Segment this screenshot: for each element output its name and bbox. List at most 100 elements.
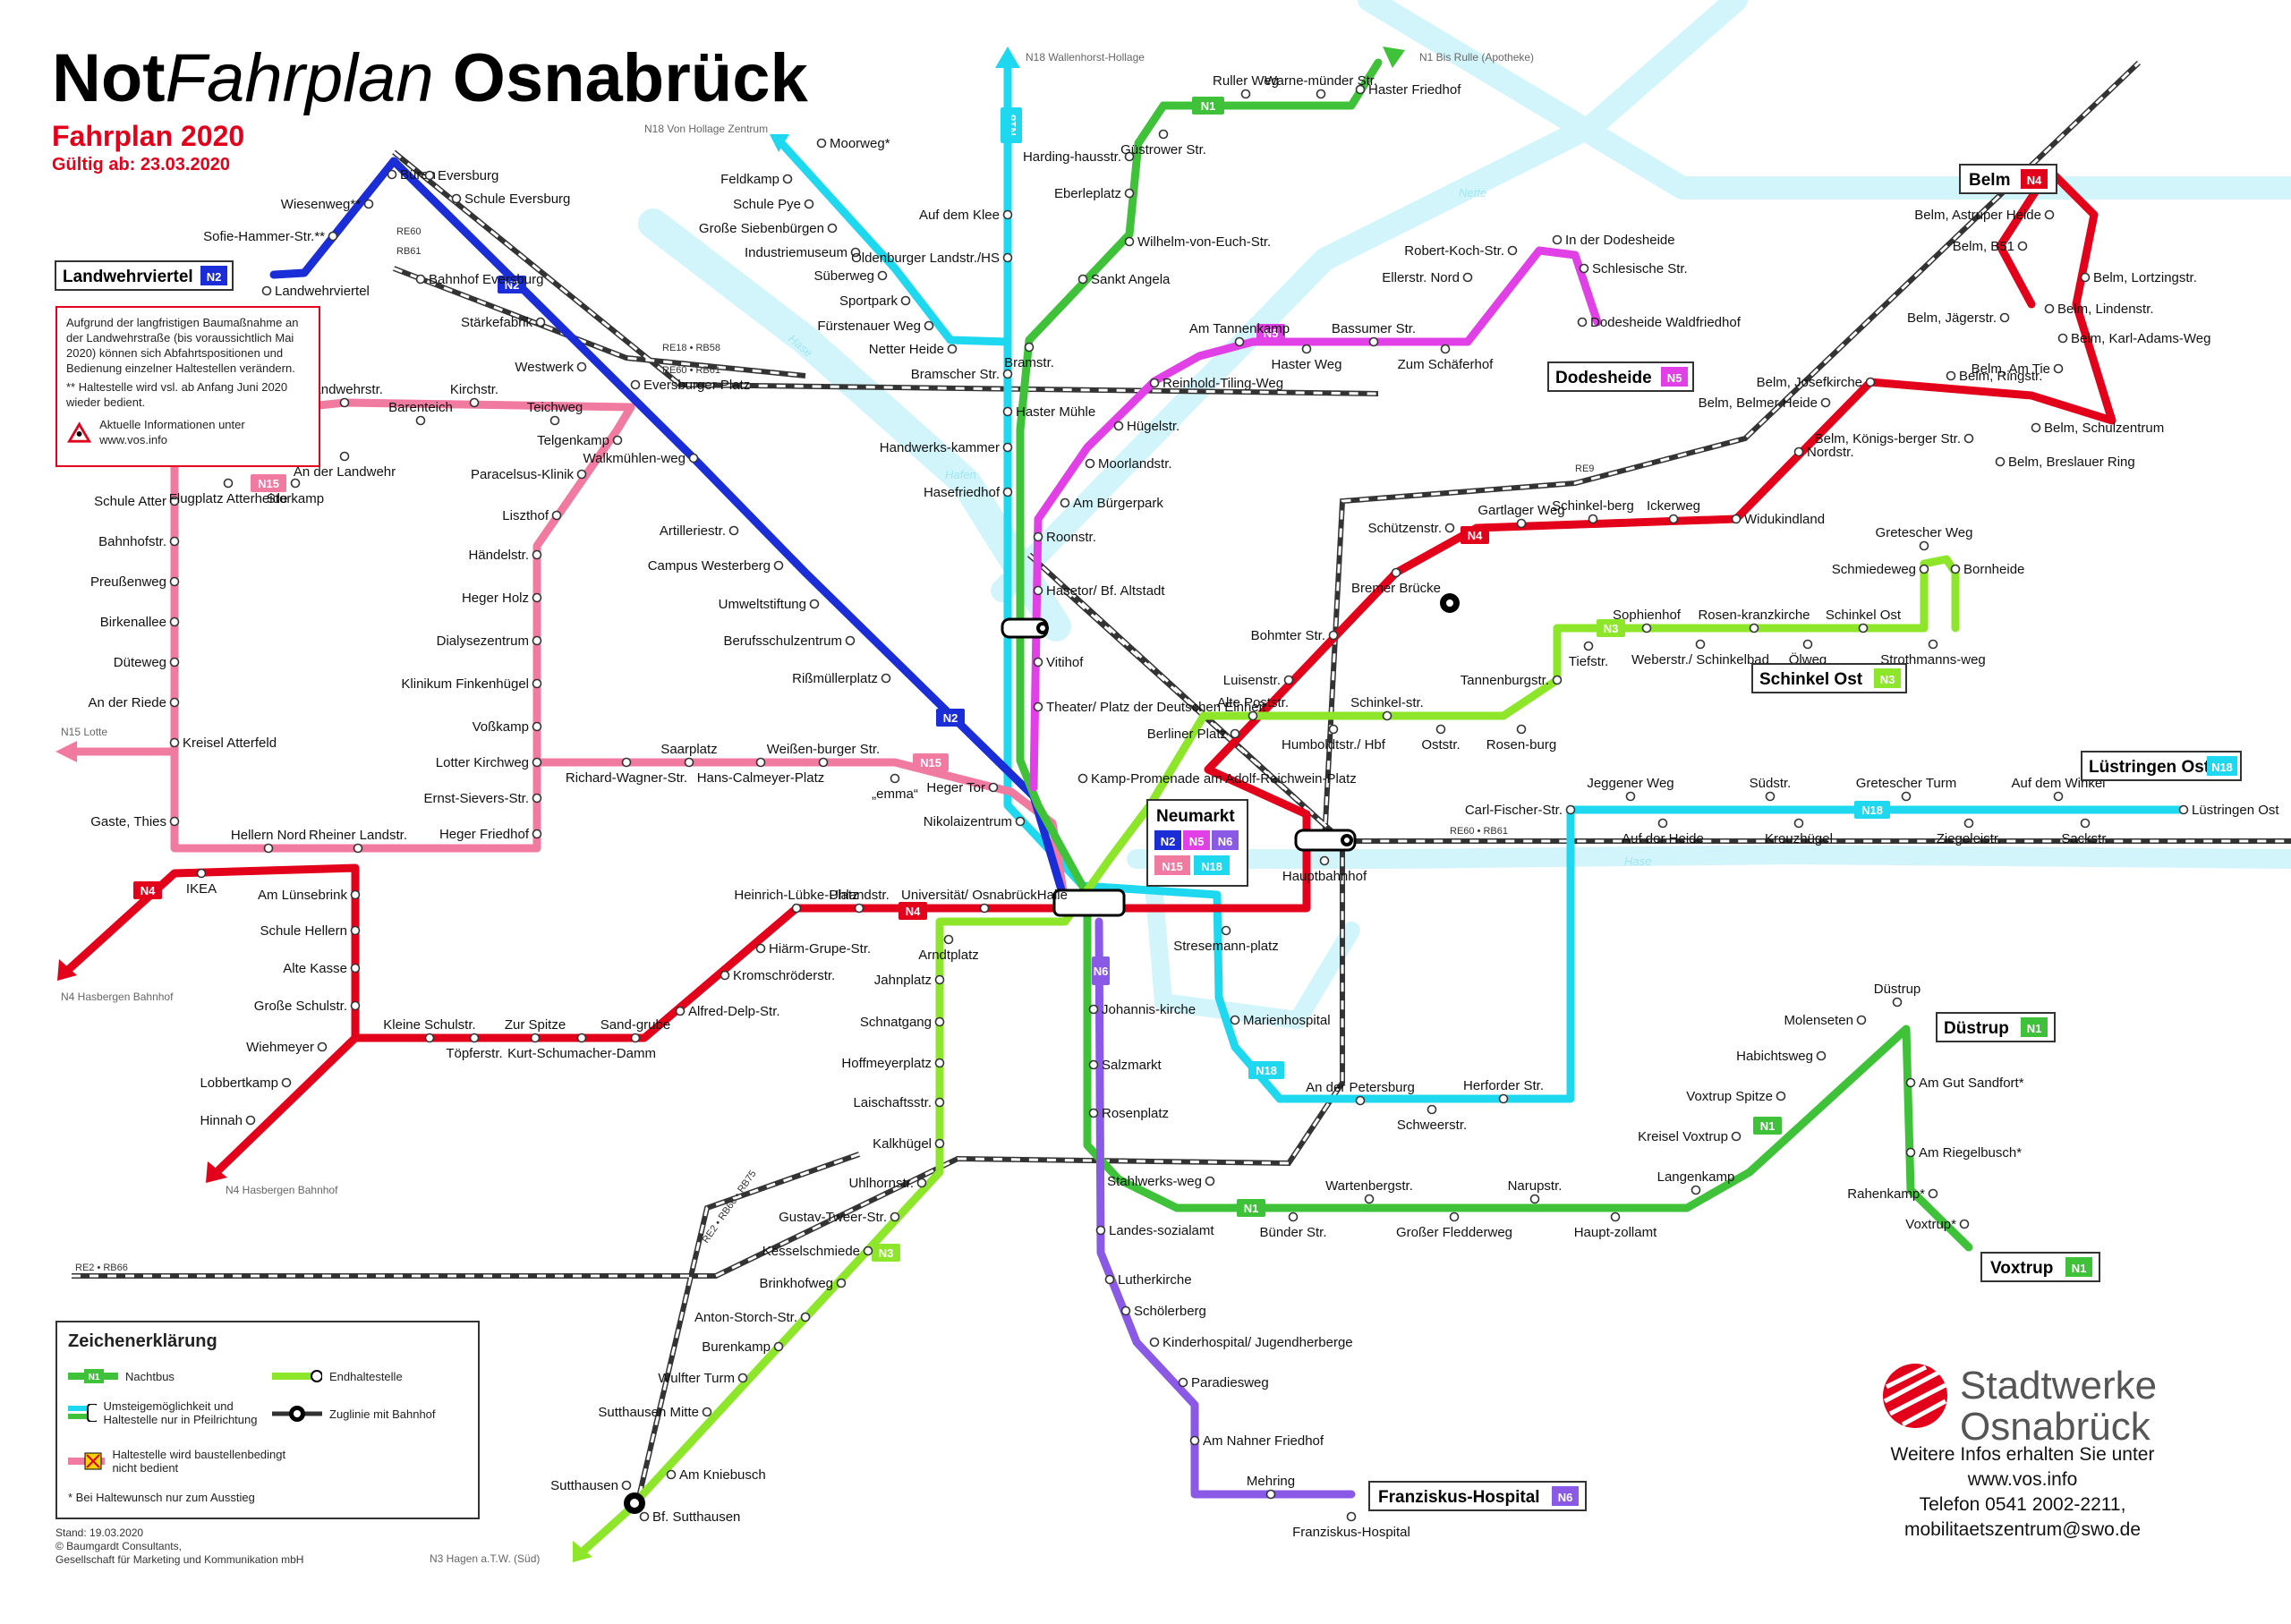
station-hellern-nord[interactable]: Hellern Nord: [231, 828, 306, 854]
station-landessozialamt[interactable]: Landes-sozialamt: [1095, 1223, 1215, 1238]
station-nikolaizentrum[interactable]: Nikolaizentrum: [924, 814, 1026, 829]
station-kinderhospital[interactable]: Kinderhospital/ Jugendherberge: [1149, 1335, 1353, 1350]
station-salzmarkt[interactable]: Salzmarkt: [1088, 1058, 1163, 1073]
station-belm-astruper[interactable]: Belm, Astruper Heide: [1914, 208, 2055, 223]
station-stresemannplatz[interactable]: Stresemann-platz: [1173, 925, 1279, 955]
station-sofie[interactable]: Sofie-Hammer-Str.**: [203, 229, 338, 244]
station-kromschroeder[interactable]: Kromschröderstr.: [720, 968, 836, 983]
contact-email[interactable]: mobilitaetszentrum@swo.de: [1903, 1519, 2142, 1540]
station-schinkelberg[interactable]: Schinkel-berg: [1552, 498, 1634, 524]
station-uhlhornstr[interactable]: Uhlhornstr.: [848, 1176, 927, 1191]
station-brinkhofweg[interactable]: Brinkhofweg: [759, 1276, 847, 1291]
station-sportpark[interactable]: Sportpark: [839, 293, 911, 309]
station-marienhospital[interactable]: Marienhospital: [1230, 1013, 1331, 1028]
station-sackstr[interactable]: Sackstr.: [2061, 818, 2109, 847]
station-emma[interactable]: „emma“: [872, 773, 918, 803]
station-mehring[interactable]: Mehring: [1247, 1474, 1295, 1500]
station-wartenbergstr[interactable]: Wartenbergstr.: [1325, 1178, 1413, 1204]
station-warne[interactable]: Warne-münder Str.: [1265, 73, 1377, 99]
station-wilhelm-von-euch[interactable]: Wilhelm-von-Euch-Str.: [1124, 234, 1272, 250]
station-telgenkamp[interactable]: Telgenkamp: [537, 433, 623, 448]
station-oldenburger[interactable]: Oldenburger Landstr./HS: [851, 251, 1013, 266]
station-habichtsweg[interactable]: Habichtsweg: [1736, 1049, 1827, 1064]
station-buender[interactable]: Bünder Str.: [1259, 1212, 1327, 1241]
station-ruller-weg[interactable]: Ruller Weg: [1213, 73, 1279, 99]
station-am-riegelbusch[interactable]: Am Riegelbusch*: [1905, 1145, 2023, 1161]
station-molenseten[interactable]: Molenseten: [1784, 1013, 1867, 1028]
station-hiaerm[interactable]: Hiärm-Grupe-Str.: [755, 941, 872, 957]
station-auf-der-heide[interactable]: Auf der Heide: [1622, 818, 1704, 847]
station-belm-lortzing[interactable]: Belm, Lortzingstr.: [2080, 270, 2197, 285]
station-storkamp[interactable]: Storkamp: [267, 478, 324, 507]
station-belm-breslauer[interactable]: Belm, Breslauer Ring: [1995, 455, 2135, 470]
station-kreisel-atterfeld[interactable]: Kreisel Atterfeld: [169, 735, 277, 751]
station-vitihof[interactable]: Vitihof: [1033, 655, 1085, 670]
station-belm-karl-adams[interactable]: Belm, Karl-Adams-Weg: [2057, 331, 2211, 346]
station-luestringen-ost-stop[interactable]: Lüstringen Ost: [2178, 803, 2280, 818]
station-bf-sutthausen[interactable]: Bf. Sutthausen: [639, 1509, 741, 1525]
station-bohmter[interactable]: Bohmter Str.: [1251, 628, 1339, 643]
station-kamp-promenade[interactable]: Kamp-Promenade am Adolf-Reichwein-Platz: [1077, 771, 1357, 786]
station-moorlandstr[interactable]: Moorlandstr.: [1085, 456, 1172, 472]
station-kesselschmiede[interactable]: Kesselschmiede: [762, 1244, 873, 1259]
station-rosenkranzkirche[interactable]: Rosen-kranzkirche: [1698, 608, 1810, 633]
station-jahnplatz[interactable]: Jahnplatz: [874, 973, 945, 988]
station-ikea[interactable]: IKEA: [186, 868, 217, 897]
station-schlesische[interactable]: Schlesische Str.: [1579, 261, 1688, 276]
station-bramscher-str[interactable]: Bramscher Str.: [911, 367, 1013, 382]
station-rissmuellerplatz[interactable]: Rißmüllerplatz: [792, 671, 891, 686]
station-voxtrup-spitze[interactable]: Voxtrup Spitze: [1686, 1089, 1786, 1104]
station-bahnhof-eversburg[interactable]: Bahnhof Eversburg: [415, 272, 544, 287]
station-schoelerberg[interactable]: Schölerberg: [1120, 1304, 1206, 1319]
station-sophienhof[interactable]: Sophienhof: [1613, 608, 1682, 633]
station-rahenkamp[interactable]: Rahenkamp*: [1847, 1186, 1938, 1202]
station-harding[interactable]: Harding-hausstr.: [1023, 149, 1135, 165]
station-am-kniebusch[interactable]: Am Kniebusch: [666, 1467, 766, 1483]
station-an-der-riede[interactable]: An der Riede: [88, 695, 180, 710]
station-grosse-schulstr[interactable]: Große Schulstr.: [254, 999, 361, 1014]
station-auf-dem-klee[interactable]: Auf dem Klee: [919, 208, 1013, 223]
station-carl-fischer[interactable]: Carl-Fischer-Str.: [1465, 803, 1576, 818]
station-dialysezentrum[interactable]: Dialysezentrum: [437, 633, 542, 649]
station-jeggener-weg[interactable]: Jeggener Weg: [1587, 776, 1674, 802]
station-am-buergerpark[interactable]: Am Bürgerpark: [1060, 496, 1164, 511]
station-johanniskirche[interactable]: Johannis-kirche: [1088, 1002, 1197, 1017]
station-sandgrube[interactable]: Sand-grube: [600, 1017, 670, 1043]
station-dueteweg[interactable]: Düteweg: [114, 655, 180, 670]
station-arndtplatz[interactable]: Arndtplatz: [918, 934, 979, 964]
station-hinnah[interactable]: Hinnah: [200, 1113, 256, 1128]
station-ziegeleistr[interactable]: Ziegeleistr.: [1937, 818, 2002, 847]
station-hoffmeyerplatz[interactable]: Hoffmeyerplatz: [841, 1056, 945, 1071]
station-alfred-delp[interactable]: Alfred-Delp-Str.: [675, 1004, 780, 1019]
station-haster-weg[interactable]: Haster Weg: [1272, 344, 1342, 373]
station-hasefriedhof[interactable]: Hasefriedhof: [924, 485, 1013, 500]
station-belm-belmer-heide[interactable]: Belm, Belmer Heide: [1699, 395, 1831, 411]
station-landwehrviertel-stop[interactable]: Landwehrviertel: [261, 284, 370, 299]
station-schule-hellern[interactable]: Schule Hellern: [260, 923, 361, 939]
station-hauptzollamt[interactable]: Haupt-zollamt: [1574, 1212, 1657, 1241]
station-haendelstr[interactable]: Händelstr.: [468, 548, 542, 563]
station-berliner-platz[interactable]: Berliner Platz: [1147, 727, 1240, 742]
station-huegelstr[interactable]: Hügelstr.: [1113, 419, 1180, 434]
station-belm-b51[interactable]: Belm, B51: [1953, 239, 2028, 254]
station-kreuzhuegel[interactable]: Kreuzhügel: [1765, 818, 1833, 847]
station-gretescher-weg[interactable]: Gretescher Weg: [1876, 525, 1973, 551]
station-barenteich[interactable]: Barenteich: [388, 400, 453, 426]
terminus-duestrup[interactable]: Düstrup N1: [1936, 1012, 2056, 1042]
station-rheiner[interactable]: Rheiner Landstr.: [309, 828, 407, 854]
station-zur-spitze[interactable]: Zur Spitze: [505, 1017, 566, 1043]
station-anton-storch[interactable]: Anton-Storch-Str.: [694, 1310, 811, 1325]
station-paradiesweg[interactable]: Paradiesweg: [1178, 1375, 1269, 1390]
station-saarplatz[interactable]: Saarplatz: [660, 742, 718, 768]
station-walkmuehlenweg[interactable]: Walkmühlen-weg: [583, 451, 699, 466]
station-rosenplatz[interactable]: Rosenplatz: [1088, 1106, 1170, 1121]
station-alte-kasse[interactable]: Alte Kasse: [283, 961, 361, 976]
station-sutthausen-mitte[interactable]: Sutthausen Mitte: [598, 1405, 712, 1420]
station-sutthausen[interactable]: Sutthausen: [550, 1478, 632, 1493]
station-oststr[interactable]: Oststr.: [1421, 724, 1461, 753]
station-belm-jaeger[interactable]: Belm, Jägerstr.: [1907, 310, 2010, 326]
station-gustav-tweer[interactable]: Gustav-Tweer-Str.: [779, 1210, 900, 1225]
station-bornheide[interactable]: Bornheide: [1950, 562, 2025, 577]
station-belm-schulzentrum[interactable]: Belm, Schulzentrum: [2031, 421, 2165, 436]
station-birkenallee[interactable]: Birkenallee: [100, 615, 180, 630]
